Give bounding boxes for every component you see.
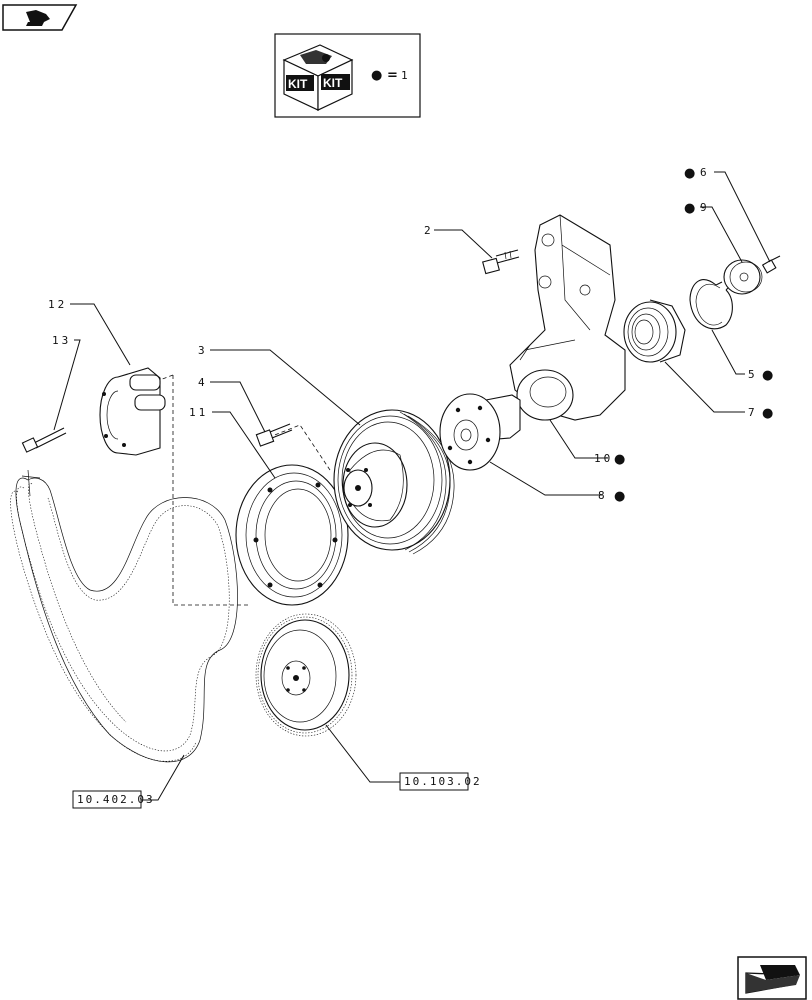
part-4-bolt bbox=[255, 423, 293, 447]
poly-v-belt bbox=[10, 469, 238, 763]
kit-label-left: KIT bbox=[288, 77, 308, 91]
callout-5: 5 bbox=[748, 368, 758, 381]
kit-marker-8: ● bbox=[614, 489, 625, 504]
part-5-circlip bbox=[689, 279, 733, 330]
part-7-bearing bbox=[623, 299, 686, 363]
kit-marker-7: ● bbox=[762, 406, 773, 421]
callout-9: 9 bbox=[700, 201, 710, 214]
kit-marker-10: ● bbox=[614, 452, 625, 467]
callout-leaders bbox=[53, 171, 771, 801]
callout-2: 2 bbox=[424, 224, 434, 237]
part-12-hub bbox=[99, 367, 166, 456]
callout-13: 13 bbox=[52, 334, 71, 347]
kit-marker-5: ● bbox=[762, 368, 773, 383]
kit-marker-6: ● bbox=[684, 166, 695, 181]
callout-7: 7 bbox=[748, 406, 758, 419]
callout-labels: 2 3 4 11 12 13 ● 6 ● 9 5 ● 7 ● 10 ● 8 ● bbox=[48, 166, 773, 504]
reference-belt[interactable]: 10.402.03 bbox=[72, 790, 155, 809]
book-open-icon[interactable] bbox=[2, 4, 78, 31]
kit-number: 1 bbox=[401, 69, 411, 82]
part-9-cover bbox=[723, 259, 763, 295]
kit-box-icon bbox=[282, 44, 354, 111]
kit-legend: KIT KIT ● = 1 bbox=[274, 33, 421, 118]
kit-equals: = bbox=[387, 68, 398, 83]
callout-10: 10 bbox=[594, 452, 613, 465]
callout-4: 4 bbox=[198, 376, 208, 389]
reference-belt-label: 10.402.03 bbox=[77, 793, 155, 806]
reference-flywheel-label: 10.103.02 bbox=[404, 775, 482, 788]
callout-6: 6 bbox=[700, 166, 710, 179]
part-3-pulley bbox=[333, 409, 455, 555]
part-6-screw bbox=[761, 255, 781, 274]
callout-8: 8 bbox=[598, 489, 608, 502]
callout-3: 3 bbox=[198, 344, 208, 357]
part-8-idler-hub bbox=[439, 393, 521, 471]
next-page-arrow-icon[interactable] bbox=[737, 956, 807, 1000]
reference-flywheel[interactable]: 10.103.02 bbox=[399, 772, 482, 791]
kit-label-right: KIT bbox=[323, 76, 343, 90]
callout-11: 11 bbox=[189, 406, 208, 419]
callout-12: 12 bbox=[48, 298, 67, 311]
kit-marker-9: ● bbox=[684, 201, 695, 216]
part-13-bolt bbox=[21, 427, 67, 453]
flywheel bbox=[255, 613, 357, 737]
part-11-damper-ring bbox=[235, 464, 349, 606]
part-10-bracket bbox=[509, 214, 626, 421]
kit-dot-symbol: ● bbox=[371, 68, 382, 83]
part-2-bolt bbox=[482, 249, 520, 275]
